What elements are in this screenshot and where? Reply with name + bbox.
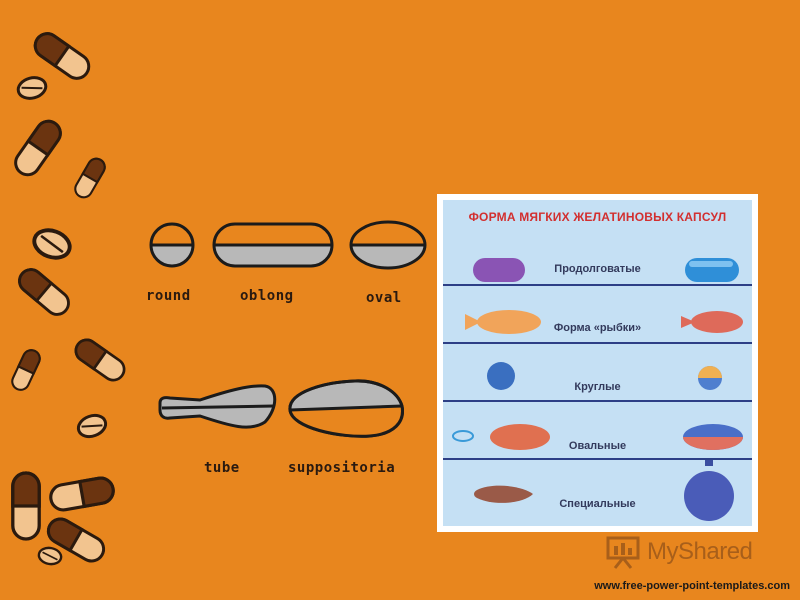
capsule-shapes-drawing — [149, 220, 427, 438]
suppositoria-shape-icon — [288, 379, 404, 438]
row-divider — [443, 400, 752, 402]
oblong-shape-icon — [212, 222, 334, 268]
tablet-icon — [36, 544, 64, 568]
capsule-icon — [13, 263, 75, 321]
presentation-board-icon — [606, 536, 640, 569]
tablet-icon — [73, 410, 111, 442]
capsule-icon — [47, 474, 117, 514]
tube-shape-icon — [158, 384, 277, 429]
red-fish-capsule-icon — [691, 311, 743, 333]
blue-round-capsule-icon — [487, 362, 515, 390]
footer-url[interactable]: www.free-power-point-templates.com — [594, 580, 790, 592]
row-divider — [443, 284, 752, 286]
oval-shape-icon — [349, 220, 427, 270]
capsule-icon — [8, 346, 44, 394]
panel-body: ФОРМА МЯГКИХ ЖЕЛАТИНОВЫХ КАПСУЛ Продолго… — [443, 200, 752, 526]
decorative-pills-icon — [8, 27, 130, 568]
logo-text: MyShared — [647, 538, 753, 565]
oblong-label: oblong — [240, 288, 294, 304]
tear-drop-capsule-icon — [474, 485, 533, 503]
purple-oblong-capsule-icon — [473, 258, 525, 282]
row-round: Круглые — [443, 344, 752, 402]
row-fish: Форма «рыбки» — [443, 286, 752, 344]
suppositoria-label: suppositoria — [288, 460, 396, 476]
tablet-icon — [14, 73, 50, 103]
row-divider — [443, 342, 752, 344]
myshared-logo: MyShared — [605, 535, 775, 571]
round-label: round — [146, 288, 191, 304]
orange-oval-capsule-icon — [490, 424, 550, 450]
row-special: Специальные — [443, 460, 752, 526]
row-oval: Овальные — [443, 402, 752, 460]
row-label-special: Специальные — [559, 498, 636, 510]
row-label-oblong: Продолговатые — [554, 263, 641, 275]
capsule-shapes-diagram: round oblong oval tube suppositoria — [140, 200, 440, 490]
capsule-icon — [9, 115, 67, 181]
capsule-icon — [11, 471, 41, 541]
soft-gelatin-capsule-panel: ФОРМА МЯГКИХ ЖЕЛАТИНОВЫХ КАПСУЛ Продолго… — [437, 194, 758, 532]
row-label-fish: Форма «рыбки» — [553, 322, 642, 334]
flask-capsule-icon — [684, 471, 734, 521]
capsule-icon — [29, 27, 95, 85]
row-label-round: Круглые — [574, 381, 621, 393]
tablet-icon — [28, 223, 76, 265]
tube-label: tube — [204, 460, 240, 476]
oval-label: oval — [366, 290, 402, 306]
capsule-icon — [71, 154, 109, 202]
row-label-oval: Овальные — [568, 440, 627, 452]
panel-title: ФОРМА МЯГКИХ ЖЕЛАТИНОВЫХ КАПСУЛ — [468, 210, 727, 224]
row-divider — [443, 458, 752, 460]
round-shape-icon — [149, 222, 195, 268]
capsule-icon — [70, 334, 130, 386]
row-oblong: Продолговатые — [443, 228, 752, 286]
orange-fish-capsule-icon — [477, 310, 541, 334]
small-oval-capsule-icon — [452, 430, 474, 442]
